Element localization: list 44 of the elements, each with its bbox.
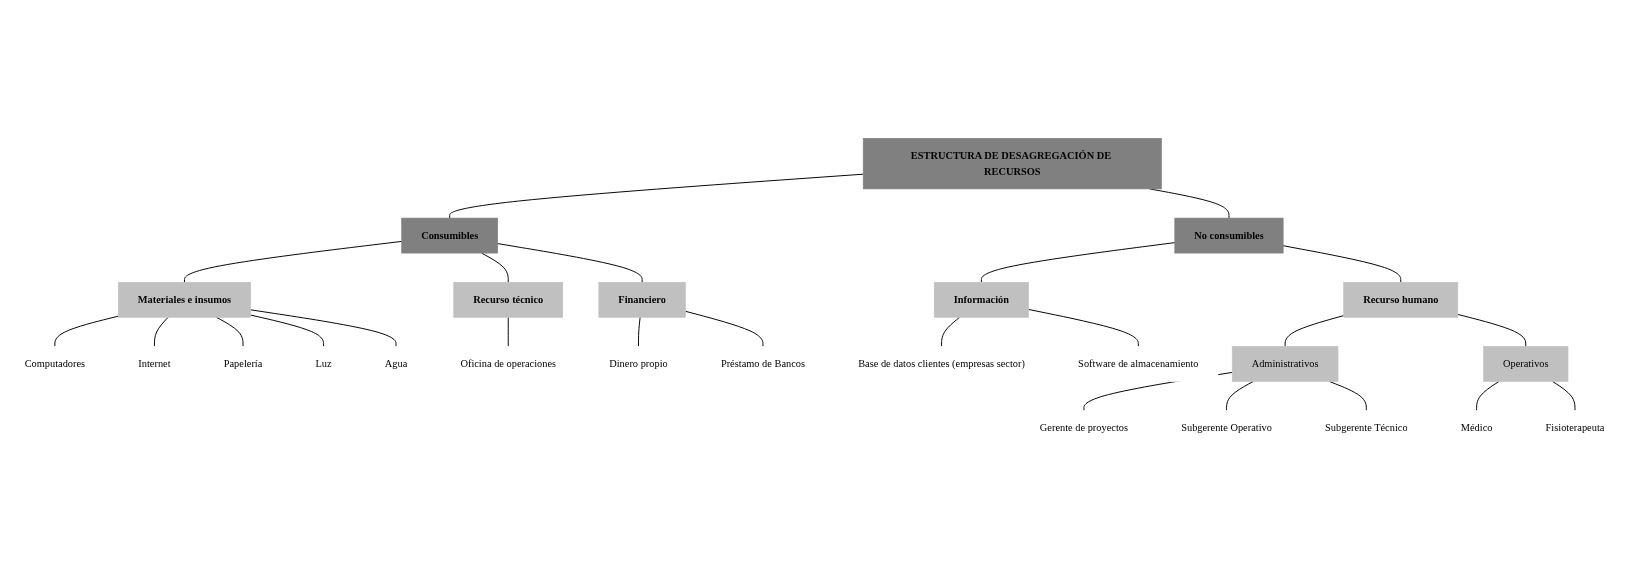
connector [1284,315,1345,347]
node-box: No consumibles [1174,217,1284,254]
connector [1476,381,1500,412]
connector [153,316,169,347]
connector [638,316,641,347]
node-box: Operativos [1483,346,1569,382]
connector [1457,313,1527,347]
connector [1282,245,1402,283]
connector [507,316,509,347]
connector [183,240,403,283]
node-box: Financiero [598,281,686,318]
connector [250,314,325,347]
node-text: Médico [1460,422,1493,434]
node-box: Información [933,281,1029,318]
connector [449,173,864,219]
node-text: Agua [384,358,408,370]
connector [54,315,119,347]
connector [250,309,397,347]
node-text: Papelería [223,358,263,370]
node-box: Recurso humano [1343,281,1459,318]
node-text: Dinero propio [609,358,668,370]
node-text: Subgerente Técnico [1325,422,1408,434]
node-text: Préstamo de Bancos [720,358,806,370]
connector [1552,381,1576,412]
connector [497,243,643,283]
node-text: Luz [315,358,332,370]
node-text: Fisioterapeuta [1545,422,1605,434]
connector [1028,308,1139,347]
node-box: Administrativos [1231,346,1339,382]
connector [1226,381,1254,412]
node-box: Materiales e insumos [118,281,251,318]
node-text: Gerente de proyectos [1039,422,1129,434]
node-text: Oficina de operaciones [460,358,557,370]
connector [684,310,764,347]
node-box: Consumibles [401,217,498,254]
connector [941,316,961,347]
node-text: Computadores [24,358,86,370]
connector [481,252,509,283]
node-text: Internet [138,358,171,370]
node-box: ESTRUCTURA DE DESAGREGACIÓN DE RECURSOS [862,138,1162,190]
connector [980,242,1176,283]
node-box: Recurso técnico [453,281,564,318]
node-text: Base de datos clientes (empresas sector) [858,358,1025,370]
node-text: Subgerente Operativo [1181,422,1272,434]
